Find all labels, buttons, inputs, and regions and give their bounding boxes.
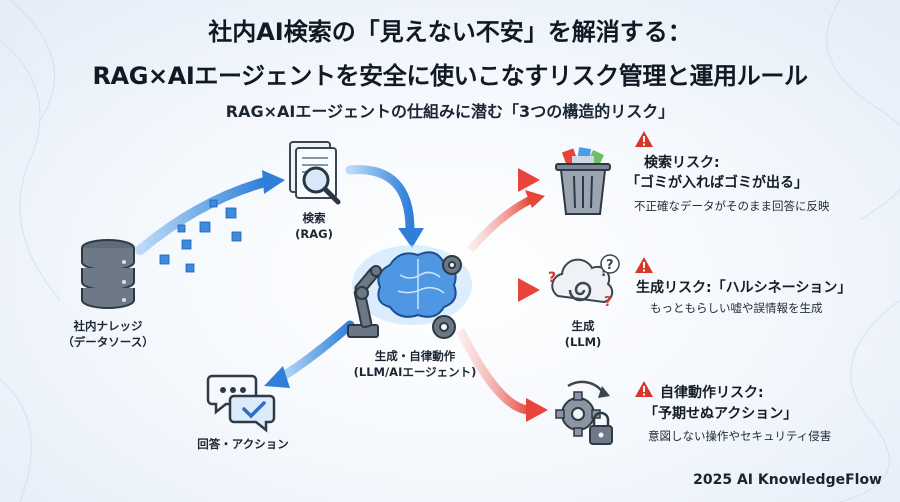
generation-risk-description: もっともらしい嘘や誤情報を生成 xyxy=(650,301,823,315)
svg-text:?: ? xyxy=(600,264,608,280)
generate-label-line1: 生成・自律動作 xyxy=(374,349,456,363)
arrow-knowledge-to-search xyxy=(135,177,270,255)
warning-question-icon: ? xyxy=(600,254,620,274)
page-title-line1: 社内AI検索の「見えない不安」を解消する： xyxy=(208,18,692,46)
answer-label-line1: 回答・アクション xyxy=(197,437,289,451)
search-label-line2: (RAG) xyxy=(295,227,333,241)
generation-icon-label-line1: 生成 xyxy=(571,319,595,333)
gear-lock-icon xyxy=(555,380,613,445)
knowledge-label: 社内ナレッジ （データソース） xyxy=(48,318,168,350)
knowledge-label-line2: （データソース） xyxy=(62,335,154,349)
document-magnifier-icon xyxy=(289,141,341,205)
page-title-line2: RAG×AIエージェントを安全に使いこなすリスク管理と運用ルール xyxy=(92,62,808,90)
svg-text:?: ? xyxy=(548,270,556,286)
warning-icon-search xyxy=(635,131,653,147)
warning-icon-action xyxy=(635,381,653,397)
generate-label: 生成・自律動作 (LLM/AIエージェント) xyxy=(340,348,490,380)
arrow-generate-to-answer xyxy=(275,320,355,383)
arrow-generate-to-search-risk xyxy=(466,196,532,253)
generate-label-line2: (LLM/AIエージェント) xyxy=(353,365,477,379)
arrow-generate-to-action-risk xyxy=(455,327,531,415)
action-risk-description: 意図しない操作やセキュリティ侵害 xyxy=(648,429,832,443)
page-subtitle: RAG×AIエージェントの仕組みに潜む「3つの構造的リスク」 xyxy=(225,102,675,121)
action-risk-subtitle: 「予期せぬアクション」 xyxy=(644,406,798,422)
generation-icon-label: 生成 (LLM) xyxy=(548,318,618,350)
chat-bubbles-icon xyxy=(206,374,276,433)
svg-text:?: ? xyxy=(604,295,612,310)
action-risk-title: 自律動作リスク: xyxy=(660,385,764,401)
search-risk-description: 不正確なデータがそのまま回答に反映 xyxy=(634,199,830,213)
database-icon xyxy=(81,239,135,309)
search-label: 検索 (RAG) xyxy=(264,210,364,242)
swirl-cloud-icon: ? ? ? xyxy=(548,258,614,310)
generation-icon-label-line2: (LLM) xyxy=(564,335,602,349)
generation-risk-title: 生成リスク:「ハルシネーション」 xyxy=(636,280,852,296)
search-label-line1: 検索 xyxy=(302,211,326,225)
footer-credit: 2025 AI KnowledgeFlow xyxy=(693,472,882,488)
answer-label: 回答・アクション xyxy=(178,436,308,452)
svg-text:?: ? xyxy=(606,258,614,273)
brain-robot-arm-icon xyxy=(347,245,472,339)
search-risk-title: 検索リスク: xyxy=(644,155,720,171)
knowledge-label-line1: 社内ナレッジ xyxy=(73,319,143,333)
search-risk-subtitle: 「ゴミが入ればゴミが出る」 xyxy=(626,175,808,191)
warning-icon-generation xyxy=(635,257,653,273)
trash-can-icon xyxy=(555,147,611,215)
